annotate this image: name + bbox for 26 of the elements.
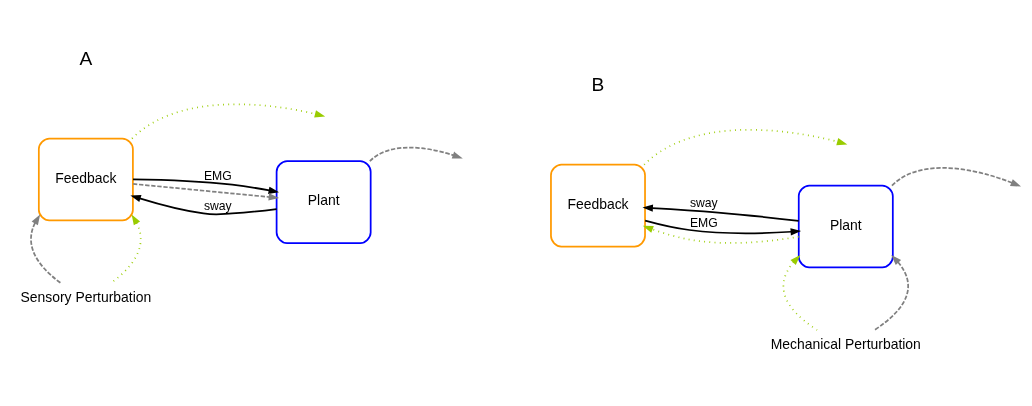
node-box: Feedback	[550, 163, 646, 248]
arrow	[368, 146, 463, 163]
node-text: Sensory Perturbation	[20, 289, 152, 306]
node-box: Feedback	[37, 137, 134, 222]
edge-label: sway	[689, 195, 718, 210]
arrow	[873, 254, 909, 331]
node-box: Plant	[797, 184, 894, 269]
arrow	[642, 225, 800, 244]
label: B	[591, 74, 605, 96]
arrow	[132, 178, 279, 194]
label: A	[79, 48, 93, 70]
arrow	[130, 195, 278, 216]
arrow	[891, 167, 1022, 187]
edge-label: sway	[203, 199, 232, 214]
node-box: Plant	[275, 160, 372, 244]
arrow	[110, 214, 142, 284]
arrow	[782, 254, 818, 331]
arrow	[131, 103, 326, 140]
arrow	[642, 204, 800, 222]
arrow	[132, 183, 280, 201]
arrow	[644, 219, 802, 236]
node-text: Mechanical Perturbation	[770, 336, 921, 353]
edge-label: EMG	[689, 215, 718, 230]
arrow	[643, 128, 848, 166]
edge-label: EMG	[203, 168, 232, 183]
arrow	[30, 214, 62, 284]
